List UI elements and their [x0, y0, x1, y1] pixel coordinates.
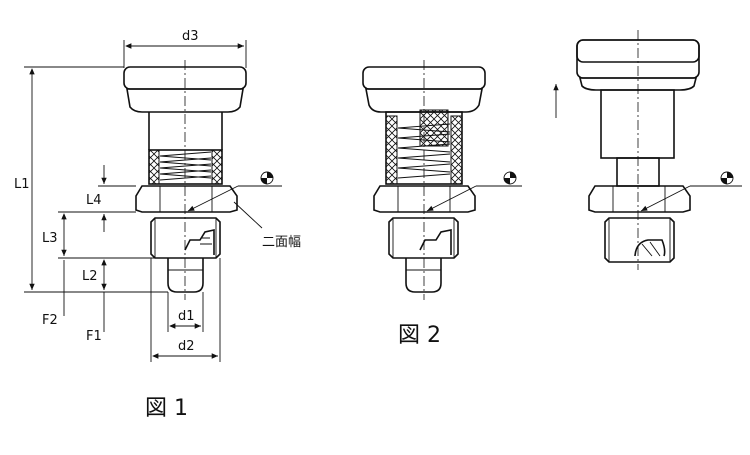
fig1-spring-housing	[148, 149, 223, 185]
label-L1: L1	[14, 177, 30, 192]
fig2-spring-housing	[385, 109, 463, 185]
fig1-hex-leader: 二面幅	[233, 201, 301, 250]
fig2-pin	[405, 258, 442, 293]
dim-L1: L1	[14, 66, 168, 293]
dim-L2: L2	[82, 257, 155, 290]
label-F1: F1	[86, 329, 102, 344]
fig1-threaded-body	[150, 217, 221, 259]
dim-d1: d1	[167, 292, 204, 332]
fig1-hex-nut	[135, 185, 238, 213]
dim-d2: d2	[150, 258, 221, 362]
label-F2: F2	[42, 313, 58, 328]
fig3-sleeve	[600, 89, 675, 187]
label-d1: d1	[178, 309, 195, 324]
dim-F2: F2	[42, 260, 65, 328]
fig3-threaded-body	[604, 217, 675, 263]
dim-F1: F1	[86, 292, 105, 344]
figure-1: d3 L1 L4 L3 L2	[14, 29, 301, 421]
caption-fig2: 図 2	[398, 323, 441, 348]
label-L4: L4	[86, 193, 102, 208]
label-L3: L3	[42, 231, 58, 246]
dim-L3: L3	[42, 211, 155, 259]
figure-3	[553, 30, 742, 270]
label-L2: L2	[82, 269, 98, 284]
label-d3: d3	[182, 29, 199, 44]
figure-2: 図 2	[362, 60, 522, 348]
fig3-hex-nut	[588, 185, 691, 213]
fig2-centering-symbol	[426, 171, 522, 212]
fig2-hex-nut	[373, 185, 476, 213]
fig3-knob	[576, 39, 700, 91]
label-d2: d2	[178, 339, 195, 354]
fig1-pin	[167, 258, 204, 293]
dim-d3: d3	[123, 29, 247, 68]
dim-L4: L4	[86, 165, 136, 232]
label-across-flats: 二面幅	[262, 235, 301, 250]
caption-fig1: 図 1	[145, 396, 188, 421]
fig3-centering-symbol	[640, 171, 742, 212]
fig2-threaded-body	[388, 217, 459, 259]
fig1-centering-symbol	[187, 171, 282, 212]
